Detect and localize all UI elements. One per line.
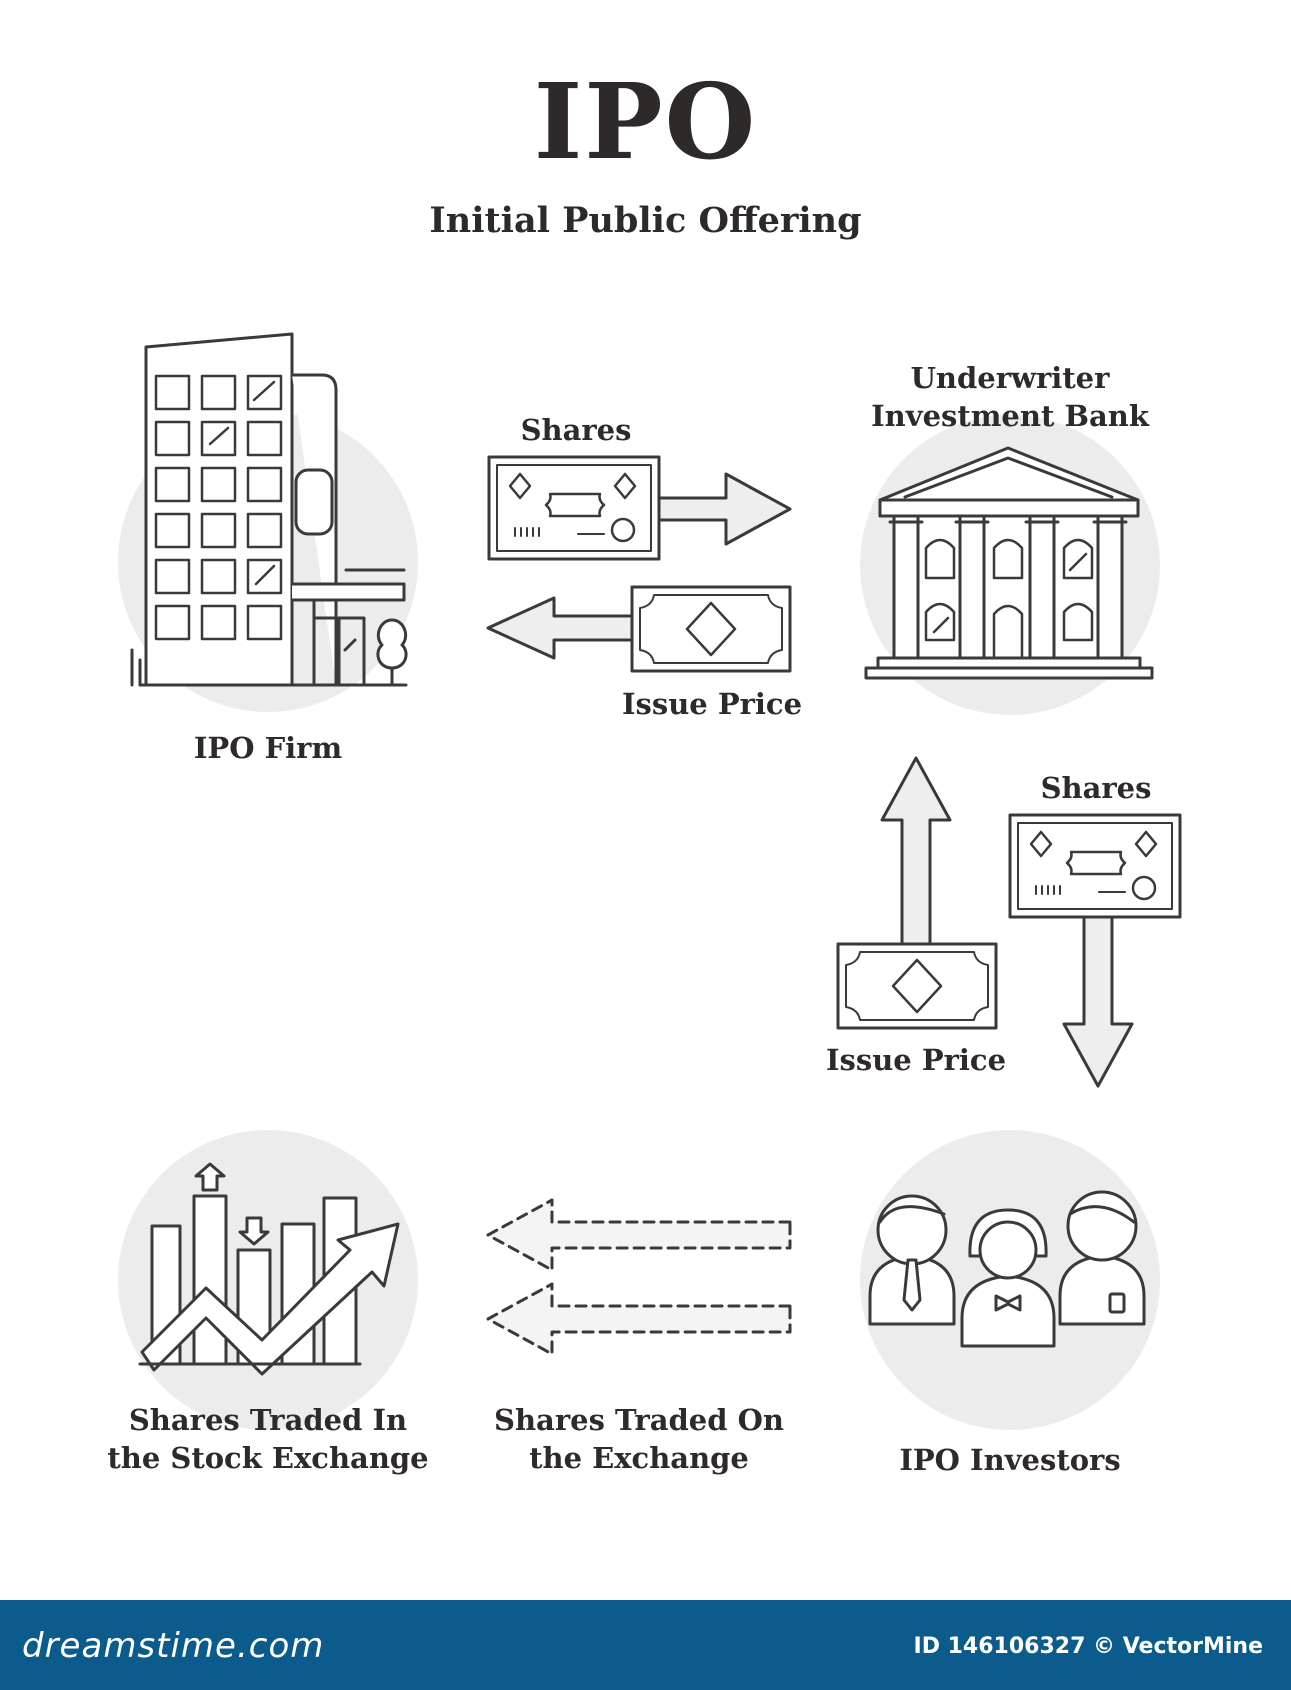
node-label-stock-exchange-line1: Shares Traded In <box>128 1403 408 1437</box>
flow-label-traded-on-exchange-line1: Shares Traded On <box>494 1403 784 1437</box>
footer-bar: dreamstime.com ID 146106327 © VectorMine <box>0 1600 1291 1690</box>
page-title: IPO <box>533 60 758 183</box>
node-label-underwriter: Underwriter Investment Bank <box>850 360 1170 435</box>
banknote-icon <box>630 585 792 673</box>
shares-to-bank-arrow <box>654 472 792 546</box>
stock-chart-icon <box>118 1130 418 1430</box>
ipo-diagram <box>118 332 1182 1430</box>
issue-price-to-firm-arrow <box>486 596 636 660</box>
footer-image-credit: ID 146106327 © VectorMine <box>913 1634 1263 1659</box>
page-subtitle: Initial Public Offering <box>429 200 862 241</box>
issue-price-up-arrow <box>880 756 952 946</box>
traded-on-exchange-arrows <box>486 1198 792 1356</box>
node-label-stock-exchange-line2: the Stock Exchange <box>107 1440 429 1475</box>
share-certificate-icon <box>487 455 661 561</box>
flow-label-shares-to-bank: Shares <box>520 413 632 447</box>
footer-logo[interactable]: dreamstime.com <box>22 1626 325 1666</box>
share-certificate-icon <box>1008 813 1182 919</box>
node-label-underwriter-line1: Underwriter <box>910 361 1110 395</box>
flow-label-shares-to-investors: Shares <box>1040 771 1152 805</box>
shares-down-arrow <box>1062 914 1134 1088</box>
flow-label-traded-on-exchange-line2: the Exchange <box>529 1440 749 1475</box>
flow-label-issue-price-to-bank: Issue Price <box>825 1043 1007 1077</box>
investors-group-icon <box>860 1130 1160 1430</box>
flow-label-traded-on-exchange: Shares Traded On the Exchange <box>476 1402 802 1477</box>
flow-label-issue-price-to-firm: Issue Price <box>621 687 803 721</box>
node-label-ipo-firm: IPO Firm <box>193 731 343 765</box>
node-label-stock-exchange: Shares Traded In the Stock Exchange <box>98 1402 438 1477</box>
bank-building-icon <box>860 415 1160 715</box>
banknote-icon <box>836 942 998 1030</box>
office-building-icon <box>118 332 418 712</box>
node-label-underwriter-line2: Investment Bank <box>871 398 1149 433</box>
node-label-ipo-investors: IPO Investors <box>899 1443 1121 1477</box>
